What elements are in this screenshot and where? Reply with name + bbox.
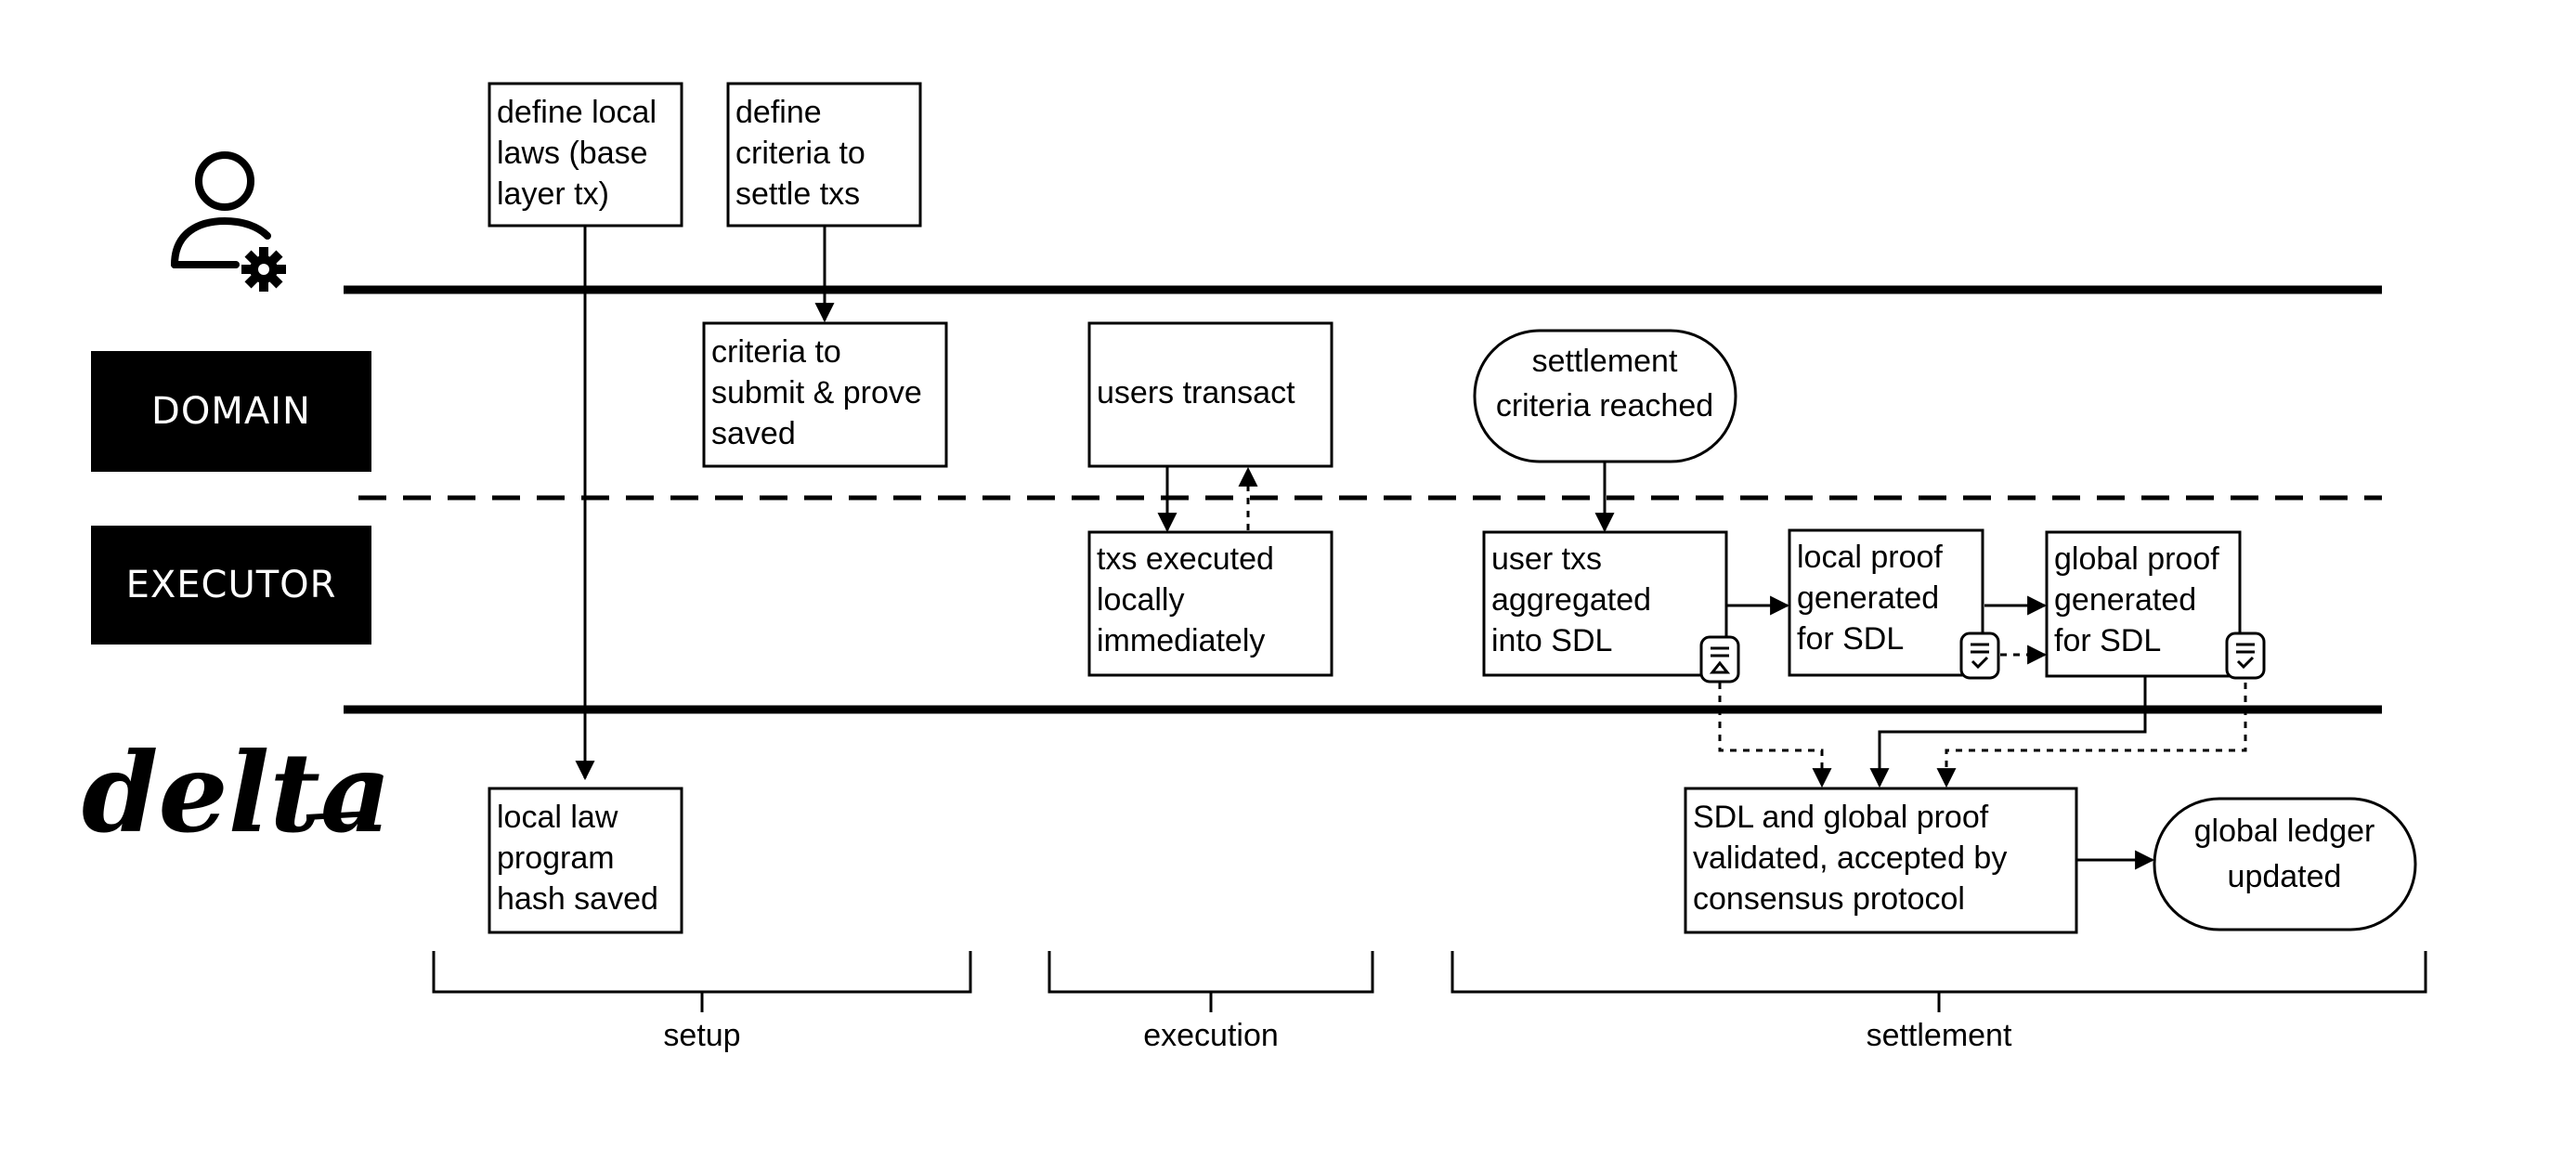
svg-text:user txs: user txs	[1491, 541, 1602, 577]
svg-text:define: define	[735, 95, 822, 130]
node-define-criteria: define criteria to settle txs	[726, 82, 922, 228]
executor-lane-label: EXECUTOR	[91, 526, 371, 645]
node-local-law-hash: local law program hash saved	[488, 787, 683, 934]
node-user-txs-aggregated: user txs aggregated into SDL	[1482, 530, 1728, 677]
svg-text:updated: updated	[2228, 859, 2342, 894]
svg-text:validated, accepted by: validated, accepted by	[1693, 840, 2007, 876]
node-ledger-updated: global ledger updated	[2153, 797, 2417, 931]
svg-text:delta: delta	[82, 728, 391, 857]
document-upload-icon	[1699, 635, 1740, 684]
arrow-sdl-doc-to-validation	[1718, 683, 1832, 788]
svg-text:immediately: immediately	[1097, 623, 1265, 658]
user-gear-icon	[171, 151, 286, 292]
svg-text:local law: local law	[497, 800, 618, 835]
svg-text:settlement: settlement	[1867, 1018, 2012, 1053]
svg-text:local proof: local proof	[1797, 540, 1943, 575]
node-sdl-validated: SDL and global proof validated, accepted…	[1684, 787, 2078, 934]
svg-text:saved: saved	[711, 416, 796, 451]
svg-text:laws (base: laws (base	[497, 136, 648, 171]
svg-text:define local: define local	[497, 95, 657, 130]
node-global-proof: global proof generated for SDL	[2045, 530, 2242, 678]
svg-text:locally: locally	[1097, 582, 1184, 618]
svg-text:EXECUTOR: EXECUTOR	[126, 564, 337, 606]
node-criteria-saved: criteria to submit & prove saved	[702, 321, 948, 468]
phase-settlement: settlement	[1451, 951, 2427, 1053]
svg-text:generated: generated	[1797, 580, 1939, 616]
document-check-icon	[1959, 632, 2000, 680]
node-local-proof: local proof generated for SDL	[1788, 528, 1984, 677]
svg-text:generated: generated	[2054, 582, 2196, 618]
delta-logo: delta	[82, 728, 391, 857]
node-settlement-reached: settlement criteria reached	[1473, 329, 1737, 463]
svg-text:for SDL: for SDL	[1797, 621, 1904, 657]
arrow-global-doc-to-validation	[1936, 683, 2247, 788]
svg-text:for SDL: for SDL	[2054, 623, 2161, 658]
svg-text:DOMAIN: DOMAIN	[151, 390, 311, 433]
svg-text:criteria to: criteria to	[711, 334, 841, 370]
svg-text:aggregated: aggregated	[1491, 582, 1651, 618]
svg-text:settle txs: settle txs	[735, 176, 860, 212]
svg-text:consensus protocol: consensus protocol	[1693, 881, 1965, 917]
arrow-global-proof-to-validation	[1869, 676, 2147, 788]
svg-text:execution: execution	[1143, 1018, 1279, 1053]
svg-text:SDL and global proof: SDL and global proof	[1693, 800, 1989, 835]
node-txs-executed: txs executed locally immediately	[1087, 530, 1334, 677]
svg-text:submit & prove: submit & prove	[711, 375, 922, 410]
svg-text:criteria reached: criteria reached	[1496, 388, 1713, 423]
node-users-transact: users transact	[1087, 321, 1334, 468]
svg-text:users transact: users transact	[1097, 375, 1295, 410]
svg-text:criteria to: criteria to	[735, 136, 865, 171]
phase-setup: setup	[432, 951, 972, 1053]
phase-execution: execution	[1047, 951, 1374, 1053]
svg-text:layer tx): layer tx)	[497, 176, 609, 212]
svg-text:global ledger: global ledger	[2194, 814, 2375, 849]
svg-text:program: program	[497, 840, 615, 876]
svg-text:global proof: global proof	[2054, 541, 2219, 577]
node-define-laws: define local laws (base layer tx)	[488, 82, 683, 228]
domain-lane-label: DOMAIN	[91, 351, 371, 472]
svg-text:settlement: settlement	[1532, 344, 1678, 379]
svg-text:into SDL: into SDL	[1491, 623, 1612, 658]
connectors	[575, 227, 2247, 870]
svg-text:setup: setup	[663, 1018, 740, 1053]
document-check-icon	[2225, 632, 2266, 680]
svg-text:hash saved: hash saved	[497, 881, 658, 917]
svg-text:txs executed: txs executed	[1097, 541, 1274, 577]
